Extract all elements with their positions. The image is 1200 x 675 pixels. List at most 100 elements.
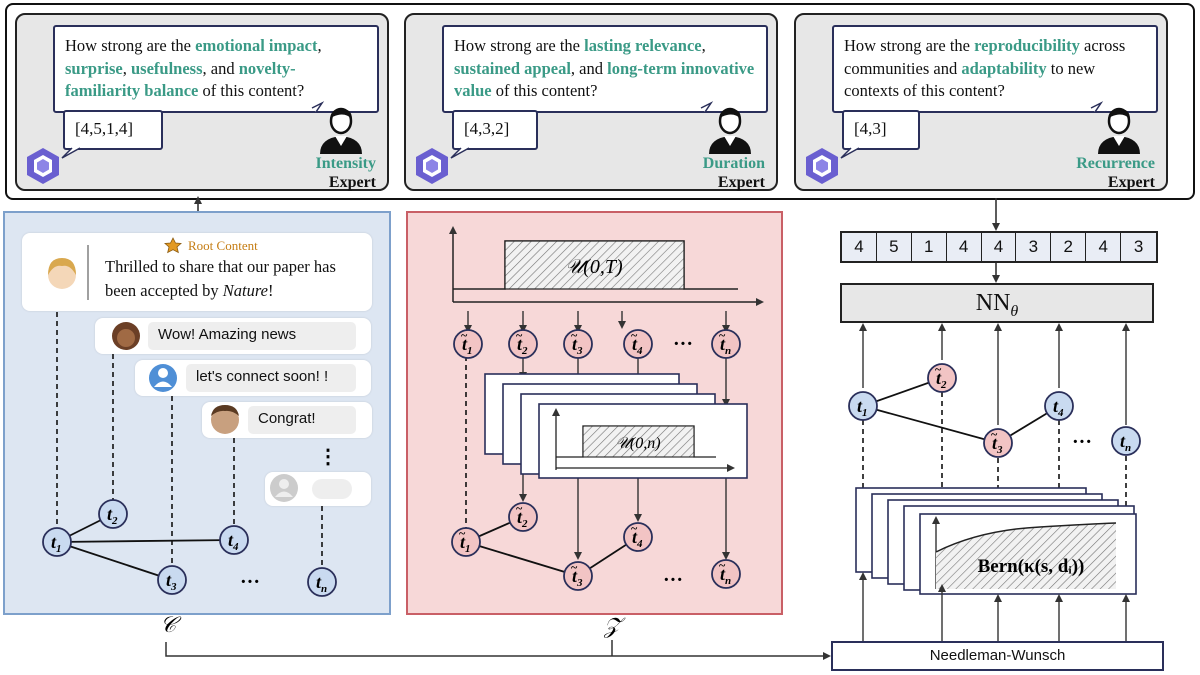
tilde-mark: ~ <box>516 501 523 515</box>
question-highlight: novelty-familiarity balance <box>65 58 296 101</box>
graph-node <box>623 329 653 359</box>
question-text: How strong are the <box>454 36 585 55</box>
graph-node-label: t2 <box>107 504 118 527</box>
graph-node <box>563 329 593 359</box>
graph-node-label: tn <box>1120 431 1131 454</box>
avatar-head-icon <box>158 368 168 378</box>
expert-person-icon <box>1096 107 1142 154</box>
question-tail-2 <box>700 101 714 113</box>
graph-node-label: t1 <box>857 396 868 419</box>
c-to-nw-connector <box>165 642 831 660</box>
recurrence-expert-role: Expert <box>1107 174 1155 191</box>
graph-node <box>508 502 538 532</box>
question-text: , <box>701 36 706 55</box>
uniform-region <box>504 240 685 290</box>
graph-node-label: tn <box>720 564 731 587</box>
graph-node-label: t1 <box>51 532 62 555</box>
tilde-mark: ~ <box>719 558 726 572</box>
question-text: of this content? <box>198 81 305 100</box>
uniform-T-label: 𝒰(0,T) <box>565 256 623 278</box>
graph-node-label: t1 <box>462 334 473 357</box>
root-content-label: Root Content <box>188 238 258 253</box>
recurrence-expert-name: Recurrence <box>1076 155 1155 172</box>
graph-nodes: t1t2t3t4tnt1~t2~t3~t4~tn~t1~t2~t3~t4~tn~… <box>42 328 1141 597</box>
question-text: of this content? <box>491 81 598 100</box>
tilde-mark: ~ <box>631 328 638 342</box>
score-cell: 4 <box>947 233 982 261</box>
needleman-wunsch-box: Needleman-Wunsch <box>831 641 1164 671</box>
vertical-ellipsis: ⋮ <box>318 446 338 468</box>
question-text: , and <box>202 58 239 78</box>
z-bottom-ellipsis: ··· <box>663 569 683 591</box>
graph-node-label: tn <box>316 572 327 595</box>
intensity-question: How strong are the emotional impact, sur… <box>53 25 379 113</box>
question-tail-1 <box>311 101 325 113</box>
star-icon <box>164 237 182 254</box>
graph-node <box>98 499 128 529</box>
score-cell: 3 <box>1133 237 1144 256</box>
tilde-mark: ~ <box>461 328 468 342</box>
c-graph-edges <box>56 513 235 581</box>
recurrence-expert-panel: How strong are the reproducibility acros… <box>794 13 1168 191</box>
duration-answer: [4,3,2] <box>452 110 538 150</box>
avatar-body-icon <box>275 491 293 497</box>
z-top-ellipsis: ··· <box>673 333 693 355</box>
duration-expert-panel: How strong are the lasting relevance, su… <box>404 13 778 191</box>
z-stacked-cards <box>484 373 748 479</box>
root-post-text: Thrilled to share that our paper has bee… <box>105 257 336 300</box>
right-up-arrows <box>859 323 1130 425</box>
reply-text-2: let's connect soon! ! <box>186 364 356 392</box>
avatar-hair-icon <box>48 258 76 275</box>
duration-question: How strong are the lasting relevance, su… <box>442 25 768 113</box>
graph-node-label: t3 <box>992 433 1003 456</box>
graph-node <box>563 561 593 591</box>
right-ellipsis: ··· <box>1072 431 1092 453</box>
avatar-face-icon <box>117 329 135 347</box>
question-highlight: long-term innovative value <box>454 58 755 101</box>
bern-label: Bern(κ(s, dᵢ)) <box>978 556 1085 577</box>
score-cell: 4 <box>982 233 1017 261</box>
question-highlight: lasting relevance <box>584 36 702 55</box>
c-ellipsis: ··· <box>240 571 260 593</box>
tilde-mark: ~ <box>991 427 998 441</box>
score-sequence: 4 5 1 4 4 3 2 4 3 <box>840 231 1159 263</box>
question-text: across communities and <box>844 36 1126 78</box>
neural-network-box: NNθ <box>840 283 1154 323</box>
avatar-head-icon <box>279 479 289 489</box>
answer-tail-3 <box>840 147 860 159</box>
question-text: How strong are the <box>844 36 975 55</box>
reply-text-placeholder <box>312 479 352 499</box>
question-highlight: emotional impact <box>195 36 318 55</box>
graph-node-label: t2 <box>936 368 947 391</box>
tilde-mark: ~ <box>631 521 638 535</box>
bern-curve <box>935 522 1117 553</box>
graph-node-label: tn <box>720 334 731 357</box>
graph-node-label: t2 <box>517 334 528 357</box>
question-highlight: reproducibility <box>974 36 1080 55</box>
graph-node-label: t3 <box>166 570 177 593</box>
graph-node <box>927 363 957 393</box>
graph-node <box>1044 391 1074 421</box>
question-text: , <box>317 36 322 55</box>
duration-expert-role: Expert <box>717 174 765 191</box>
graph-node-label: t4 <box>1053 396 1064 419</box>
graph-node-label: t4 <box>632 334 643 357</box>
right-graph-edges <box>862 377 1060 444</box>
expert-person-icon <box>707 107 753 154</box>
expert-panel-frame <box>5 3 1195 200</box>
question-highlight: sustained appeal <box>454 58 571 78</box>
intensity-expert-name: Intensity <box>315 155 376 172</box>
graph-node-label: t4 <box>632 527 643 550</box>
graph-node <box>711 329 741 359</box>
graph-node <box>983 428 1013 458</box>
question-tail-3 <box>1090 101 1104 113</box>
graph-node-label: t1 <box>460 532 471 555</box>
bern-hatch-area <box>936 523 1116 589</box>
reply-text-1: Wow! Amazing news <box>148 322 356 350</box>
tilde-mark: ~ <box>516 328 523 342</box>
tilde-mark: ~ <box>719 328 726 342</box>
graph-node <box>623 522 653 552</box>
question-text: , <box>122 58 131 78</box>
z-graph-edges <box>465 516 639 577</box>
